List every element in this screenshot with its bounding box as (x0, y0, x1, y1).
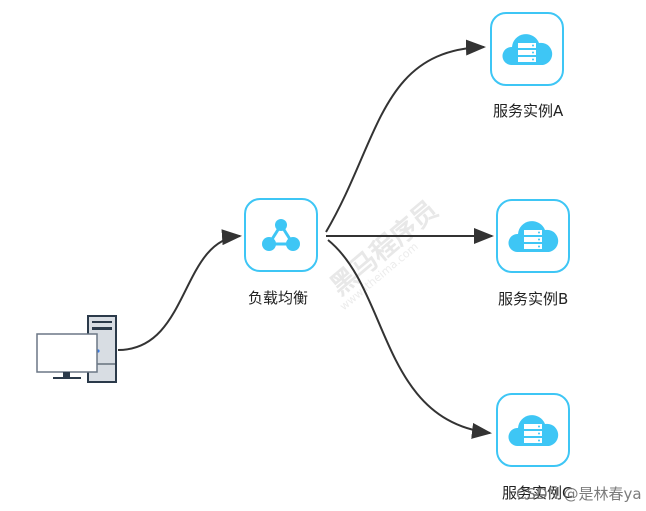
desktop-computer-icon (36, 315, 117, 383)
network-nodes-icon (262, 219, 300, 251)
edge-lb-to-a (325, 39, 486, 233)
edge-lb-to-c (327, 239, 492, 439)
load-balancer-node (244, 198, 318, 272)
service-c-label: 服务实例C (502, 484, 573, 502)
service-c-node (496, 393, 570, 467)
cloud-server-icon (508, 415, 559, 446)
cloud-server-icon (508, 221, 559, 252)
service-a-node (490, 12, 564, 86)
service-b-label: 服务实例B (498, 290, 569, 308)
load-balancer-label: 负载均衡 (248, 289, 309, 307)
client-computer (36, 314, 120, 386)
edge-client-to-lb (117, 229, 242, 351)
service-a-label: 服务实例A (493, 102, 564, 120)
csdn-watermark: CSDN @是林春ya (516, 485, 642, 503)
cloud-server-icon (502, 34, 553, 65)
service-b-node (496, 199, 570, 273)
